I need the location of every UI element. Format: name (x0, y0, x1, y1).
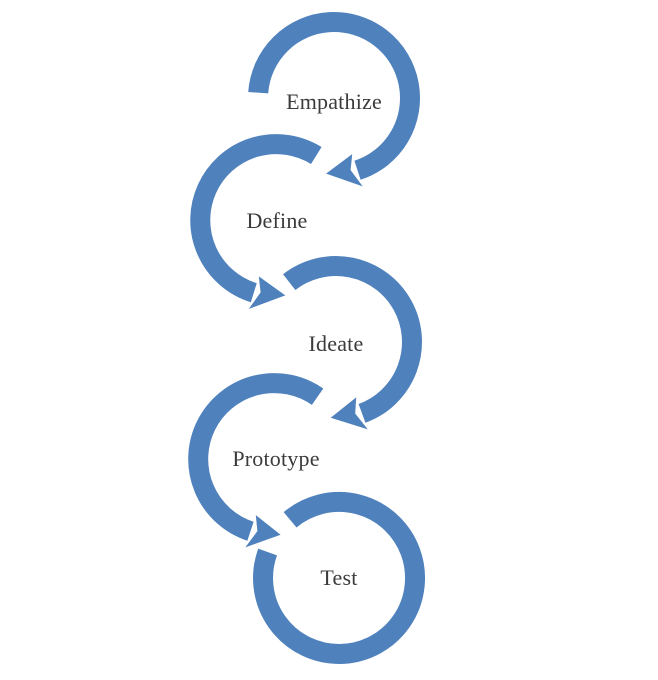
cycle-arc-define (190, 134, 322, 303)
cycle-arc-test (253, 492, 426, 664)
arrow-head-icon-empathize (326, 154, 363, 187)
step-label-define: Define (246, 208, 308, 233)
arrow-head-icon-define (248, 276, 286, 309)
step-label-empathize: Empathize (286, 89, 382, 114)
step-label-test: Test (320, 565, 358, 590)
cycle-arc-prototype (188, 373, 324, 541)
arrow-head-icon-ideate (330, 397, 368, 430)
step-label-ideate: Ideate (308, 331, 364, 356)
cycle-arc-ideate (283, 255, 422, 423)
cycle-arc-empathize (248, 12, 420, 180)
arrow-head-icon-prototype (245, 515, 281, 548)
step-label-prototype: Prototype (232, 446, 320, 471)
